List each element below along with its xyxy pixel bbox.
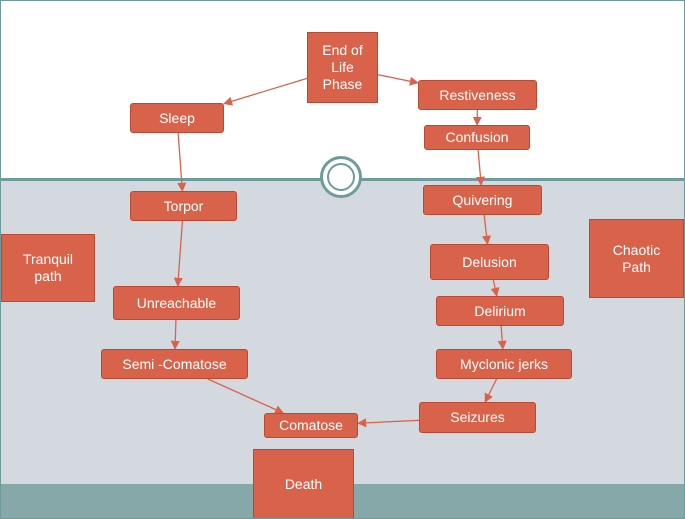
arrow-end-of-life-phase-to-restiveness: [377, 74, 419, 86]
node-unreachable: Unreachable: [113, 286, 240, 320]
arrow-sleep-to-torpor: [177, 132, 187, 192]
divider-ring-icon: [320, 156, 362, 198]
tranquil-path-label: Tranquil path: [1, 234, 95, 302]
node-quivering: Quivering: [423, 185, 542, 215]
arrow-seizures-to-comatose: [357, 418, 420, 428]
arrow-torpor-to-unreachable: [173, 220, 184, 287]
node-delusion: Delusion: [430, 244, 549, 280]
arrow-unreachable-to-semi-comatose: [170, 319, 180, 350]
arrow-myclonic-jerks-to-seizures: [484, 378, 498, 403]
arrow-end-of-life-phase-to-sleep: [223, 77, 308, 106]
node-end-of-life-phase: End of Life Phase: [307, 32, 378, 103]
arrow-delirium-to-myclonic-jerks: [497, 325, 507, 350]
arrow-delusion-to-delirium: [490, 279, 500, 297]
node-torpor: Torpor: [130, 191, 237, 221]
node-seizures: Seizures: [419, 402, 536, 433]
node-myclonic-jerks: Myclonic jerks: [436, 349, 572, 379]
node-comatose: Comatose: [264, 413, 358, 438]
node-delirium: Delirium: [436, 296, 564, 326]
arrow-semi-comatose-to-comatose: [207, 378, 285, 414]
node-semi-comatose: Semi -Comatose: [101, 349, 248, 379]
node-restiveness: Restiveness: [418, 80, 537, 110]
node-confusion: Confusion: [424, 125, 530, 150]
node-sleep: Sleep: [130, 103, 224, 133]
chaotic-path-label: Chaotic Path: [589, 219, 684, 298]
arrow-confusion-to-quivering: [475, 149, 485, 186]
arrow-quivering-to-delusion: [482, 214, 492, 245]
node-death: Death: [253, 449, 354, 518]
